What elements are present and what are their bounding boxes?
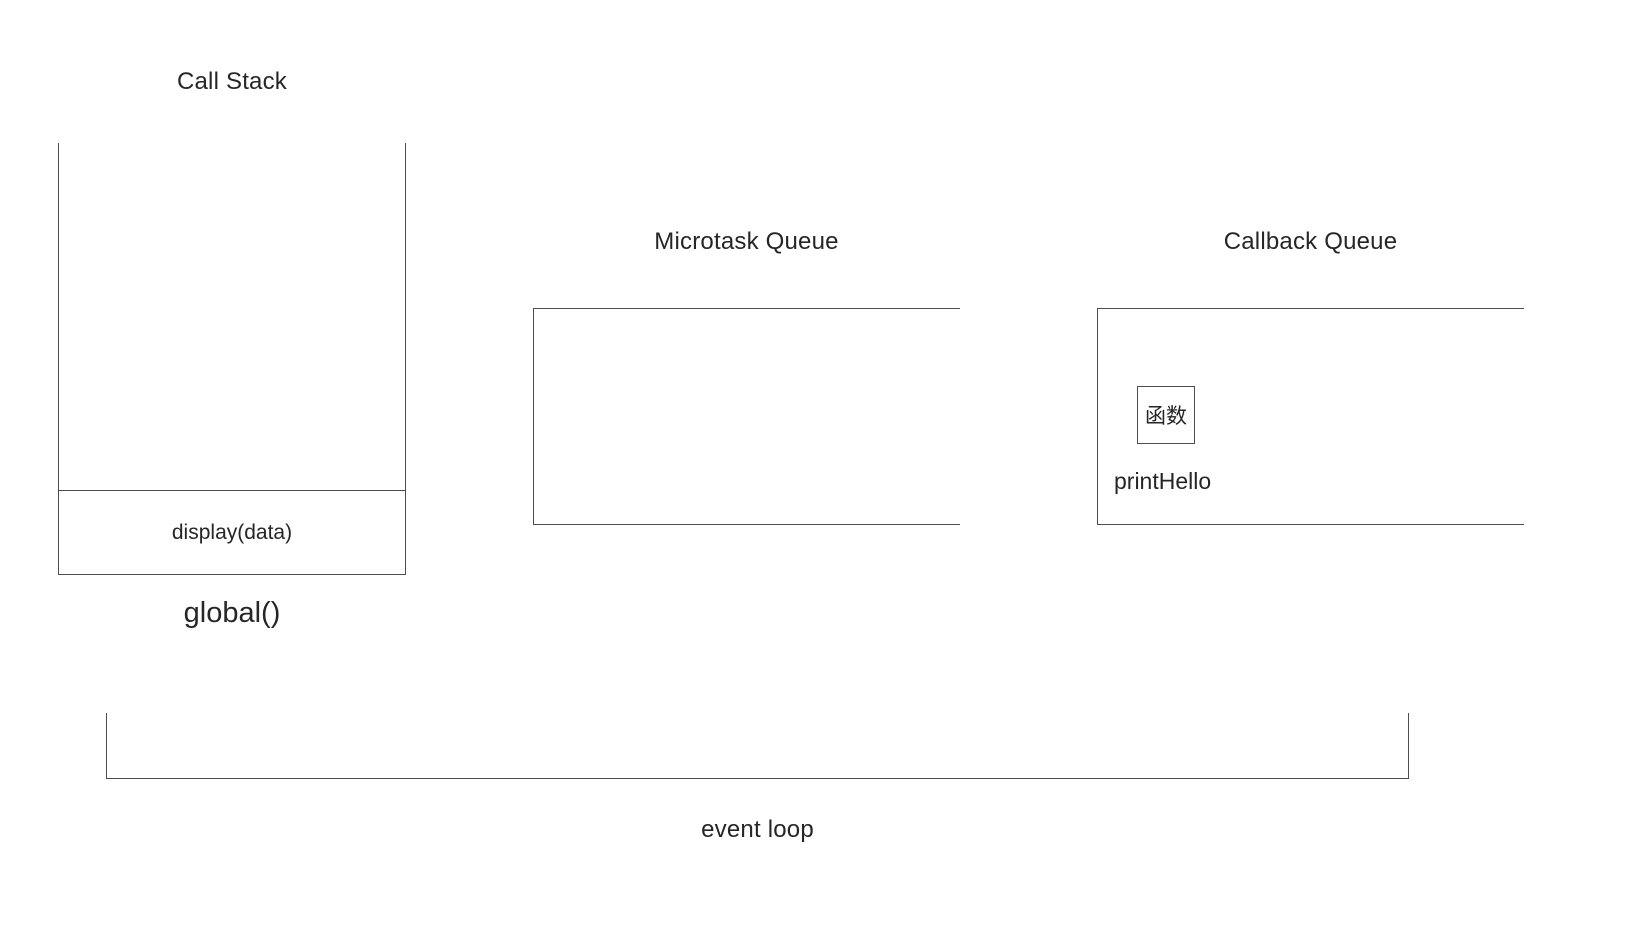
- microtask-queue-title: Microtask Queue: [654, 228, 839, 255]
- callback-queue-box: 函数 printHello: [1097, 308, 1524, 525]
- function-icon: 函数: [1137, 386, 1195, 444]
- call-stack-title: Call Stack: [176, 68, 288, 95]
- global-context-label: global(): [183, 597, 281, 629]
- stack-frame-label: display(data): [171, 520, 293, 544]
- call-stack-box: display(data): [58, 143, 406, 575]
- microtask-queue-box: [533, 308, 960, 525]
- function-icon-text: 函数: [1145, 405, 1187, 428]
- stack-frame: display(data): [59, 490, 405, 574]
- event-loop-bracket: [106, 713, 1409, 779]
- callback-queue-title: Callback Queue: [1223, 228, 1398, 255]
- callback-item-label: printHello: [1114, 468, 1212, 494]
- event-loop-label: event loop: [701, 816, 814, 843]
